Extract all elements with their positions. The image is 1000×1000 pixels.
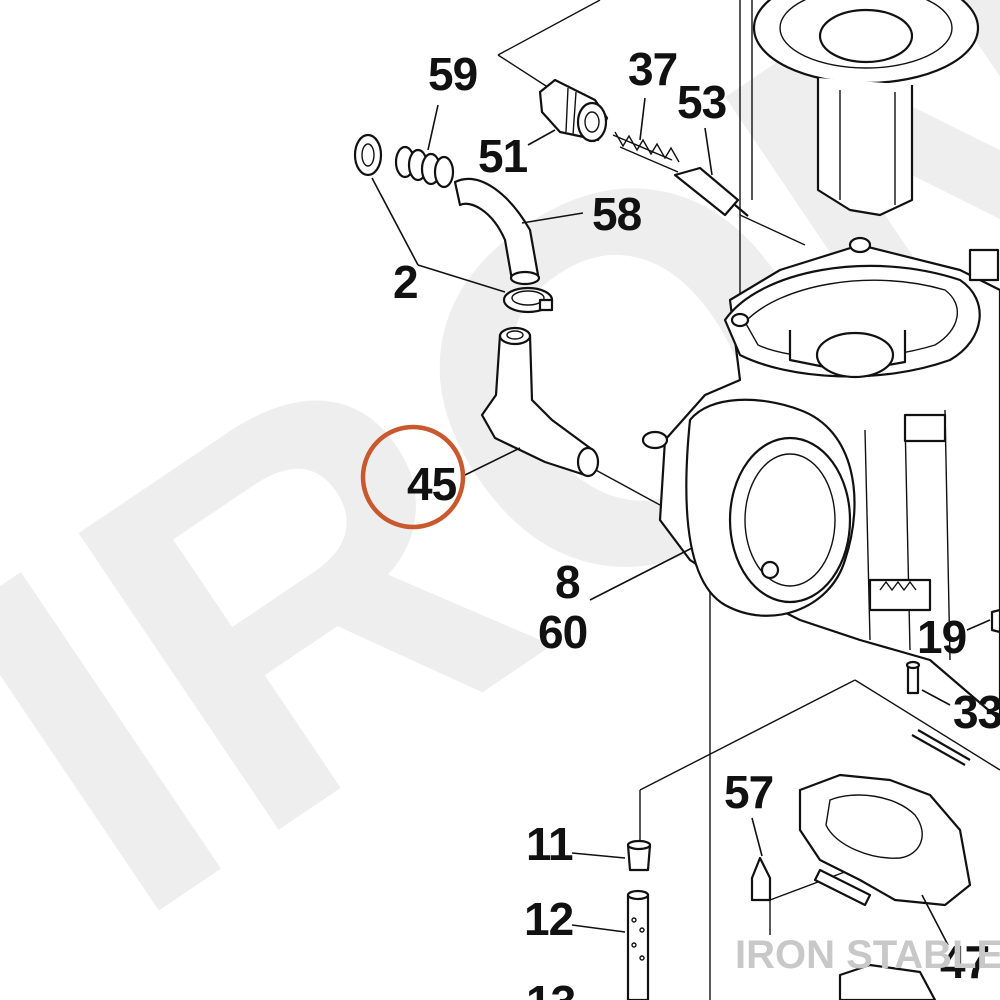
label-19: 19 [917,611,966,663]
part-59-spring [353,133,455,189]
label-53: 53 [677,76,726,128]
part-37-spring [612,131,680,173]
part-2-clamp [502,286,554,314]
label-45: 45 [407,458,457,510]
label-12: 12 [524,893,573,945]
part-57-float-needle [750,856,772,902]
label-57: 57 [724,766,773,818]
part-45-elbow [480,326,600,478]
part-11-needle-jet [626,839,652,872]
part-51-fitting [538,78,609,143]
carburetor-body [641,236,1000,722]
part-12-emulsion-tube [626,889,650,1000]
label-58: 58 [592,188,642,240]
label-11: 11 [526,818,573,870]
brand-watermark: IRON STABLE [735,933,1000,977]
part-53-needle [673,166,749,217]
part-47-float [798,773,972,1000]
label-2: 2 [393,256,418,308]
label-60: 60 [538,606,587,658]
guide-lines [497,0,1000,1000]
label-51: 51 [478,130,528,182]
leader-lines [371,97,991,946]
label-37: 37 [628,43,677,95]
label-59: 59 [428,48,477,100]
diaphragm-assembly [752,0,980,217]
part-19-screw [990,608,1000,634]
part-58-hose [453,177,541,286]
label-33: 33 [953,686,1000,738]
part-labels: 59 37 53 51 58 2 45 8 60 19 33 57 11 12 … [393,43,1000,1000]
label-13: 13 [526,976,575,1000]
part-33-jet [905,660,971,766]
label-8: 8 [555,556,580,608]
label-47: 47 [940,936,989,988]
highlight-circle [360,424,466,530]
